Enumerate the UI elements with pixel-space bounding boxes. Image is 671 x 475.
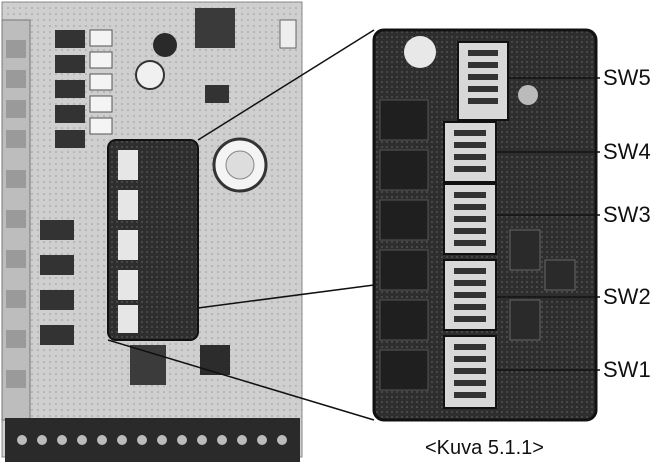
transformer <box>195 8 235 48</box>
zoom-line-lower <box>107 339 375 421</box>
label-leaders <box>496 77 600 371</box>
zoom-line-top <box>197 29 375 141</box>
ic-chip <box>205 85 229 103</box>
led <box>404 36 436 68</box>
dip-switch-sw5 <box>457 41 509 121</box>
dip-switch-sw2 <box>443 259 497 331</box>
full-board <box>1 1 303 462</box>
coil <box>153 33 177 57</box>
processor-chip <box>200 345 230 375</box>
bottom-terminal-block <box>5 418 300 462</box>
module-chip <box>130 345 166 385</box>
dip-switch-sw4 <box>443 121 497 183</box>
small-capacitor <box>135 60 165 90</box>
label-sw2: SW2 <box>603 284 651 309</box>
white-connectors <box>89 29 113 135</box>
zoom-panel <box>372 28 598 422</box>
label-sw5: SW5 <box>603 65 651 90</box>
left-terminal-blocks <box>6 40 26 388</box>
relays <box>40 30 85 345</box>
label-sw3: SW3 <box>603 202 651 227</box>
dip-switch-sw1 <box>443 335 497 409</box>
figure-caption: <Kuva 5.1.1> <box>425 437 544 459</box>
top-connector <box>279 19 297 49</box>
zoom-line-bottom <box>197 284 375 309</box>
mini-dip-switches <box>118 150 138 333</box>
label-sw1: SW1 <box>603 357 651 382</box>
dip-switch-sw3 <box>443 183 497 255</box>
label-sw4: SW4 <box>603 139 651 164</box>
